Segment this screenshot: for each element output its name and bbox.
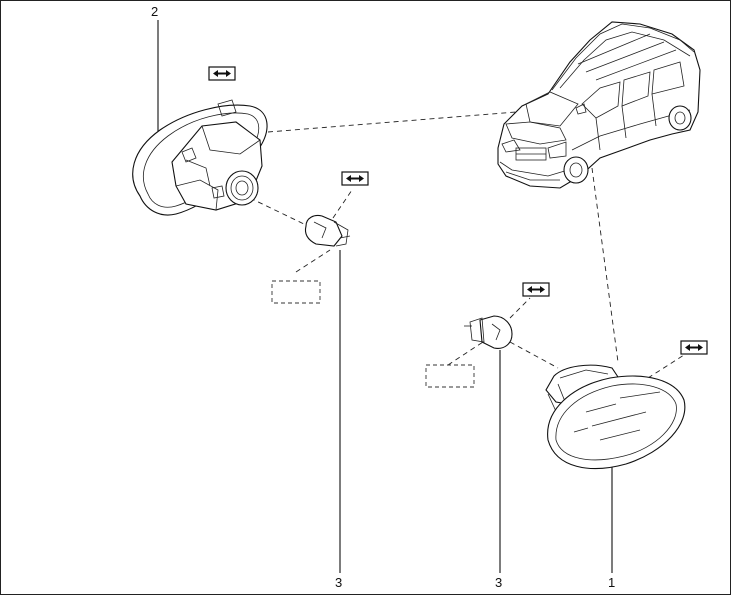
minivan-icon — [497, 21, 701, 189]
dash-box-left-to-bulb — [295, 249, 331, 273]
placeholder-box-icon — [271, 280, 321, 304]
dash-lamp1-to-symbol — [647, 354, 685, 379]
remove-symbol-icon — [522, 282, 550, 297]
side-lamp-rear-view — [132, 99, 268, 216]
remove-symbol-icon — [341, 171, 369, 186]
callout-3-left: 3 — [335, 575, 342, 590]
wedge-bulb-right-icon — [464, 315, 513, 349]
placeholder-box-icon — [425, 364, 475, 388]
dash-bulb-right-to-symbol — [509, 297, 531, 319]
callout-1: 1 — [608, 575, 615, 590]
dash-lamp2-to-car — [267, 111, 517, 133]
remove-symbol-icon — [680, 340, 708, 355]
wedge-bulb-left-icon — [304, 214, 351, 247]
callout-2: 2 — [151, 4, 158, 19]
dashed-connections — [249, 111, 685, 379]
dash-bulb-right-to-lamp1 — [509, 341, 559, 369]
remove-symbol-icon — [208, 66, 236, 81]
dash-bulb-left-to-symbol — [332, 189, 353, 219]
callout-3-right: 3 — [495, 575, 502, 590]
dash-car-to-lamp1 — [591, 167, 619, 363]
dash-socket-to-bulb-left — [249, 197, 307, 226]
dash-box-right-to-bulb — [447, 339, 487, 366]
side-lamp-assembled — [545, 364, 686, 470]
